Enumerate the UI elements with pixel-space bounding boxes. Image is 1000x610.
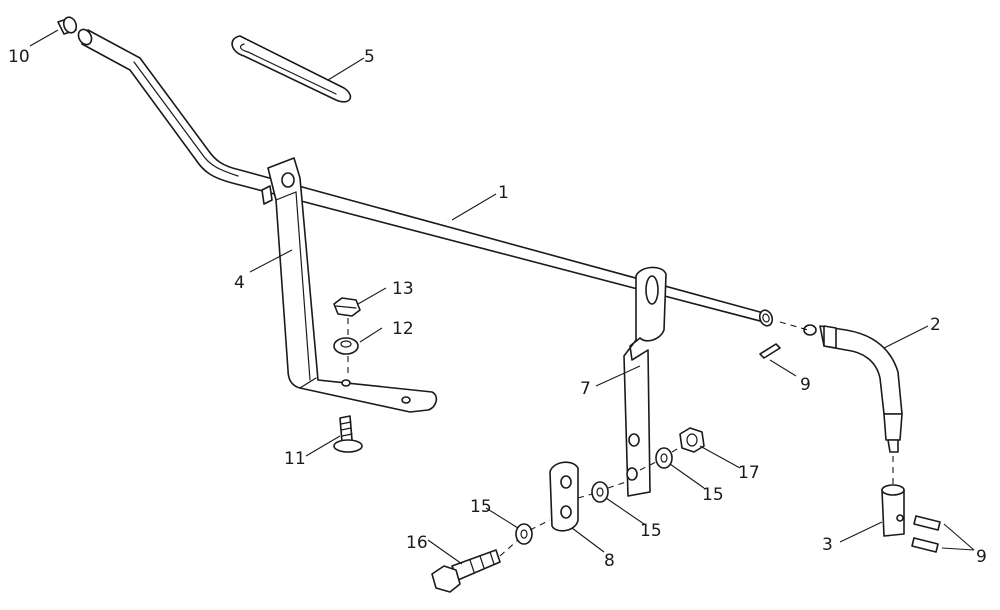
callout-5: 5: [364, 47, 375, 67]
part-5-spring-clip: [231, 35, 352, 103]
part-15-washer-left: [515, 523, 533, 545]
part-11-bolt: [333, 415, 363, 453]
callout-17: 17: [738, 463, 760, 483]
part-9-pin-lower-b: [911, 537, 939, 553]
leader-lines: [29, 29, 975, 565]
part-9-pin-lower-a: [913, 515, 941, 531]
callout-15-left: 15: [470, 497, 492, 517]
callout-2: 2: [930, 315, 941, 335]
part-12-washer: [333, 337, 359, 355]
part-16-hex-bolt: [431, 549, 501, 593]
part-7-right-bracket: [623, 266, 667, 497]
callout-16: 16: [406, 533, 428, 553]
callout-3: 3: [822, 535, 833, 555]
part-3-coupling: [881, 484, 905, 537]
callout-7: 7: [580, 379, 591, 399]
callout-15-middle: 15: [640, 521, 662, 541]
callout-12: 12: [392, 319, 414, 339]
assembly-lines: [347, 318, 894, 557]
part-4-left-bracket: [261, 157, 438, 413]
part-15-washer-middle: [591, 481, 609, 503]
callout-9-lower: 9: [976, 547, 987, 567]
part-1-main-bar: [77, 28, 774, 327]
callout-8: 8: [604, 551, 615, 571]
part-10-end-cap: [57, 16, 78, 35]
part-9-pin-upper: [759, 343, 781, 359]
part-8-link-plate: [549, 461, 579, 532]
callout-13: 13: [392, 279, 414, 299]
part-17-nut: [679, 427, 705, 453]
callout-9-upper: 9: [800, 375, 811, 395]
callout-1: 1: [498, 183, 509, 203]
callout-4: 4: [234, 273, 245, 293]
part-15-washer-right: [655, 447, 673, 469]
part-13-nut: [333, 297, 361, 317]
part-2-bent-rod: [803, 324, 903, 453]
callout-labels: 10 5 1 4 13 12 11 7 2 9 17 15 15 15 3 9 …: [8, 47, 987, 571]
callout-10: 10: [8, 47, 30, 67]
callout-11: 11: [284, 449, 306, 469]
callout-15-right: 15: [702, 485, 724, 505]
